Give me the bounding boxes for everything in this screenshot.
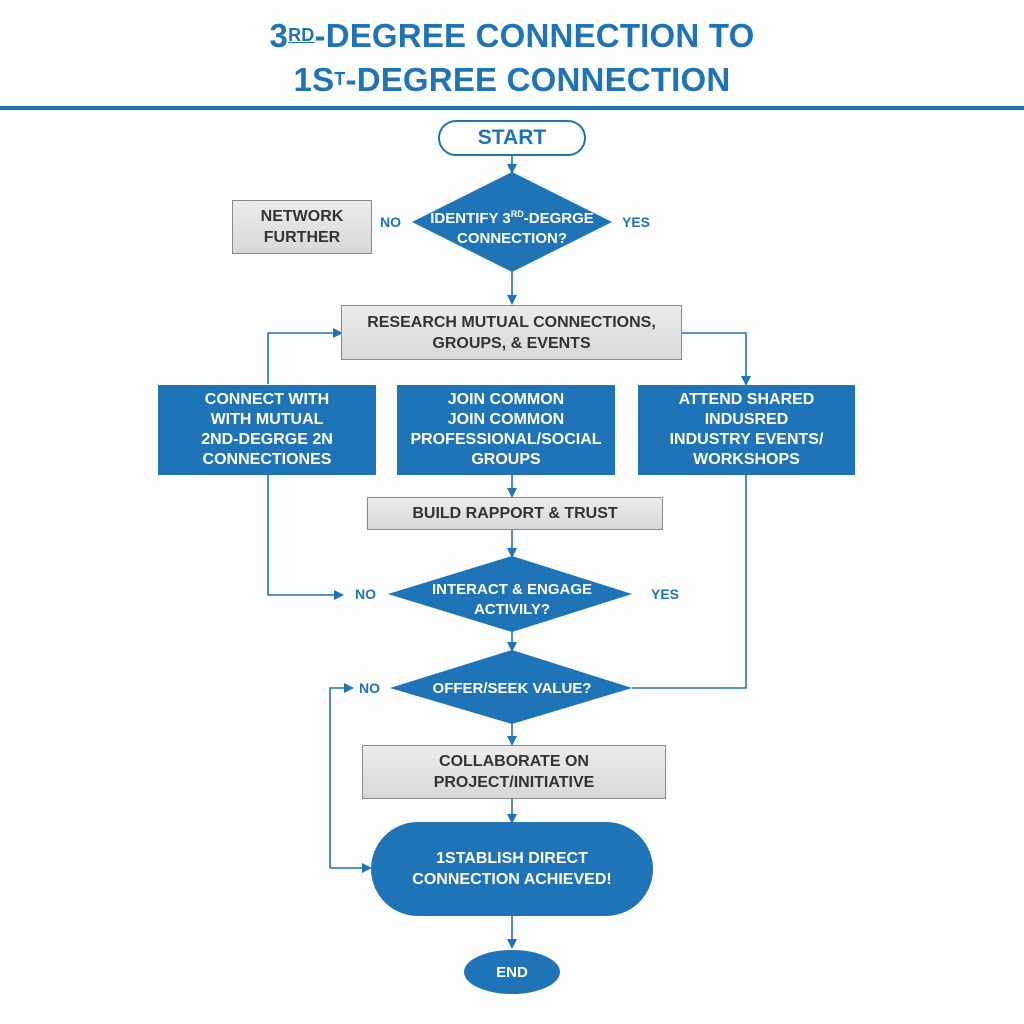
identify-no-label: NO [380, 214, 401, 230]
title-text: -DEGREE CONNECTION [345, 61, 731, 98]
offer-no-label: NO [359, 680, 380, 696]
title-text: 1S [293, 61, 335, 98]
arrow-loop-research [267, 328, 343, 384]
arrow-attend-offer [632, 475, 747, 689]
decision-diamond-interact [388, 556, 632, 632]
title-divider [0, 106, 1024, 110]
build-rapport-box: BUILD RAPPORT & TRUST [367, 497, 663, 530]
decision-diamond-identify [412, 172, 612, 272]
network-further-box: NETWORK FURTHER [232, 200, 372, 254]
identify-decision-label: IDENTIFY 3RD-DEGRGE CONNECTION? [430, 209, 594, 247]
end-node: END [464, 950, 560, 994]
start-node: START [438, 120, 586, 156]
title-superscript: RD [288, 25, 315, 45]
research-box: RESEARCH MUTUAL CONNECTIONS, GROUPS, & E… [341, 305, 682, 360]
join-groups-box: JOIN COMMON JOIN COMMON PROFESSIONAL/SOC… [397, 385, 615, 475]
interact-no-label: NO [355, 586, 376, 602]
interact-yes-label: YES [651, 586, 680, 602]
decision-diamond-offer [390, 650, 632, 724]
arrow-research-attend [682, 332, 751, 386]
arrow-connect-no [267, 475, 344, 600]
title-text: -DEGREE CONNECTION TO [314, 17, 755, 54]
title-superscript: T [334, 69, 346, 89]
title-text: 3 [269, 17, 289, 54]
interact-decision-label: INTERACT & ENGAGE ACTIVILY? [431, 581, 592, 618]
collaborate-box: COLLABORATE ON PROJECT/INITIATIVE [362, 745, 666, 799]
connect-mutual-box: CONNECT WITH WITH MUTUAL 2ND-DEGRGE 2N C… [158, 385, 376, 475]
offer-decision-label: OFFER/SEEK VALUE? [432, 680, 592, 697]
arrow-offer-no-loop [329, 683, 354, 868]
establish-connection-node: 1STABLISH DIRECT CONNECTION ACHIEVED! [371, 822, 653, 916]
start-label: START [477, 126, 547, 149]
identify-yes-label: YES [622, 214, 651, 230]
page-title: 3RD-DEGREE CONNECTION TO 1ST-DEGREE CONN… [0, 14, 1024, 102]
attend-events-box: ATTEND SHARED INDUSRED INDUSTRY EVENTS/ … [638, 385, 855, 475]
